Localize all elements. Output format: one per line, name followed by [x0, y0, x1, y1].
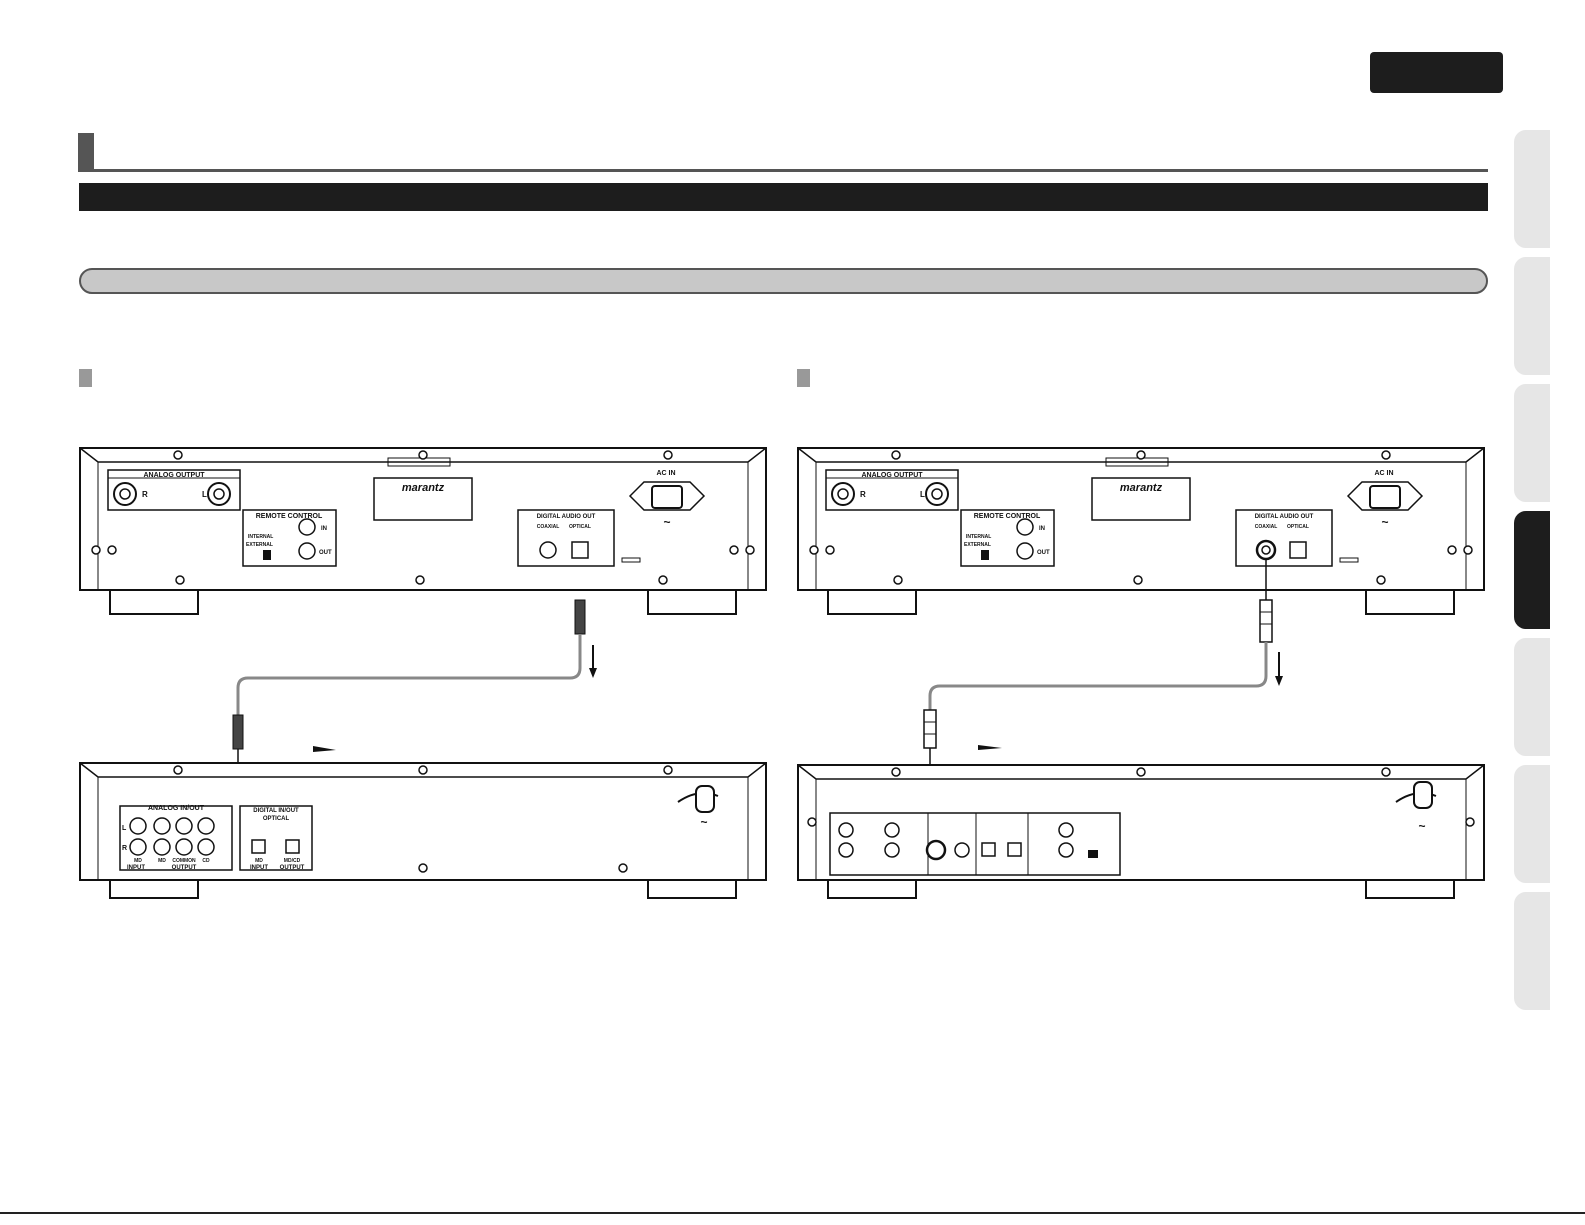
- side-tab-4-active[interactable]: [1514, 511, 1550, 629]
- analog-out-l-jack: [207, 482, 231, 506]
- coaxial-label-right: COAXIAL: [1255, 524, 1278, 530]
- optical-label-right: OPTICAL: [1287, 524, 1309, 530]
- remote-switch: [263, 550, 271, 560]
- md-l-label: L: [122, 825, 127, 832]
- common-label: COMMON: [172, 858, 196, 864]
- l-label: L: [202, 490, 207, 499]
- external-label: EXTERNAL: [246, 542, 273, 548]
- section-rule: [78, 169, 1488, 172]
- digital-input-label: INPUT: [250, 865, 268, 871]
- side-tab-2[interactable]: [1514, 257, 1550, 375]
- digital-in-out-label: DIGITAL IN/OUT: [253, 808, 299, 814]
- ac-symbol-right: ~: [1381, 515, 1388, 529]
- coaxial-label: COAXIAL: [537, 524, 560, 530]
- digital-audio-out-label: DIGITAL AUDIO OUT: [537, 514, 596, 520]
- signal-arrow-right-right: [978, 745, 1002, 750]
- optical-connection-diagram: ANALOG OUTPUT R L REMOTE CONTROL INTERNA…: [79, 447, 767, 899]
- ac-in-label: AC IN: [656, 470, 675, 477]
- r-label-right: R: [860, 490, 866, 499]
- cd-player-rear-panel: ANALOG OUTPUT R L REMOTE CONTROL INTERNA…: [79, 447, 767, 615]
- md-foot-right: [647, 879, 737, 899]
- input-label: INPUT: [127, 865, 145, 871]
- digital-audio-out-label-right: DIGITAL AUDIO OUT: [1255, 514, 1314, 520]
- remote-out-jack: [298, 542, 316, 560]
- remote-control-label-right: REMOTE CONTROL: [974, 513, 1041, 520]
- remote-in-jack: [298, 518, 316, 536]
- md-cd-label: MD/CD: [284, 858, 301, 864]
- internal-label: INTERNAL: [248, 534, 273, 540]
- md-optical-output-jack: [285, 839, 300, 854]
- cd-label: CD: [202, 858, 210, 864]
- coaxial-out-jack: [539, 541, 557, 559]
- md-in-label: MD: [255, 858, 263, 864]
- external-label-right: EXTERNAL: [964, 542, 991, 548]
- recorder-optical-label: OPTICAL: [263, 816, 290, 822]
- analog-in-out-label: ANALOG IN/OUT: [148, 805, 205, 812]
- side-tab-7[interactable]: [1514, 892, 1550, 1010]
- analog-out-r-jack: [113, 482, 137, 506]
- side-tab-6[interactable]: [1514, 765, 1550, 883]
- subsection-marker-right: [797, 369, 810, 387]
- output-label: OUTPUT: [172, 865, 197, 871]
- digital-output-label: OUTPUT: [280, 865, 305, 871]
- side-tab-5[interactable]: [1514, 638, 1550, 756]
- md-output-jack-label: MD: [158, 858, 166, 864]
- signal-arrow-right: [313, 746, 336, 752]
- in-label-right: IN: [1039, 526, 1045, 532]
- foot-right: [647, 589, 737, 615]
- coaxial-connection-diagram: ANALOG OUTPUT R L REMOTE CONTROL INTERNA…: [797, 447, 1485, 899]
- foot-left-right: [827, 589, 917, 615]
- footer-rule: [0, 1212, 1585, 1214]
- foot-right-right: [1365, 589, 1455, 615]
- coaxial-out-jack-right: [1255, 539, 1277, 561]
- side-tab-3[interactable]: [1514, 384, 1550, 502]
- coaxial-cable: [923, 559, 1283, 840]
- title-bar: [79, 183, 1488, 211]
- language-badge: [1370, 52, 1503, 93]
- ac-in-label-right: AC IN: [1374, 470, 1393, 477]
- in-label: IN: [321, 526, 327, 532]
- foot-left: [109, 589, 199, 615]
- md-foot-left: [109, 879, 199, 899]
- out-label-right: OUT: [1037, 550, 1050, 556]
- subsection-marker-left: [79, 369, 92, 387]
- optical-label: OPTICAL: [569, 524, 591, 530]
- analog-output-label: ANALOG OUTPUT: [143, 472, 205, 479]
- side-tab-1[interactable]: [1514, 130, 1550, 248]
- subsection-pill-bar: [79, 268, 1488, 294]
- recorder-ac-symbol-right: ~: [1418, 819, 1425, 833]
- recorder-rear-panel-coaxial: ~: [797, 764, 1485, 899]
- md-r-label: R: [122, 845, 127, 852]
- remote-control-label: REMOTE CONTROL: [256, 513, 323, 520]
- r-label: R: [142, 490, 148, 499]
- md-ac-symbol: ~: [700, 815, 707, 829]
- md-input-jack-label: MD: [134, 858, 142, 864]
- internal-label-right: INTERNAL: [966, 534, 991, 540]
- l-label-right: L: [920, 490, 925, 499]
- md-optical-input-jack: [251, 839, 266, 854]
- brand-logo: marantz: [402, 482, 445, 494]
- optical-out-jack: [571, 541, 589, 559]
- ac-symbol: ~: [663, 515, 670, 529]
- analog-output-label-right: ANALOG OUTPUT: [861, 472, 923, 479]
- signal-arrow-down: [589, 645, 597, 678]
- cd-player-rear-panel-right: ANALOG OUTPUT R L REMOTE CONTROL INTERNA…: [797, 447, 1485, 615]
- md-recorder-rear-panel: ANALOG IN/OUT L R MD INPUT MD COMMON CD …: [79, 762, 767, 899]
- out-label: OUT: [319, 550, 332, 556]
- section-marker: [78, 133, 94, 169]
- brand-logo-right: marantz: [1120, 482, 1163, 494]
- signal-arrow-down-right: [1275, 652, 1283, 686]
